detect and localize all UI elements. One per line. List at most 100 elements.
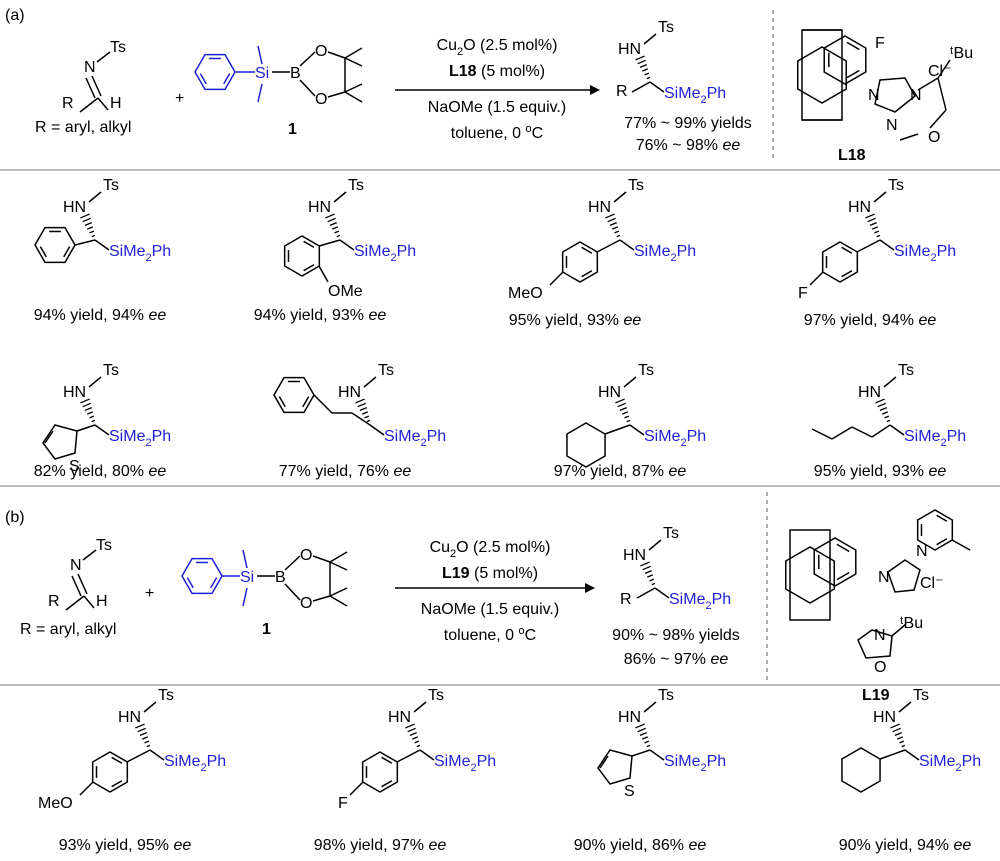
n-label: N	[84, 59, 96, 76]
section-label: (a)	[5, 7, 25, 24]
hn-label: HN	[623, 547, 646, 564]
r-label: R	[620, 591, 632, 608]
hn-label: HN	[598, 384, 621, 401]
yield-label: 90% yield, 86% ee	[574, 837, 707, 854]
r-label: R	[616, 83, 628, 100]
n-label: N	[874, 627, 886, 644]
hn-label: HN	[618, 41, 641, 58]
silyl-label: SiMe2​Ph	[109, 428, 171, 449]
ts-label: Ts	[658, 19, 674, 36]
silyl-label: SiMe2​Ph	[919, 753, 981, 774]
ts-label: Ts	[103, 177, 119, 194]
counterion: Cl⁻	[928, 63, 952, 80]
separators	[0, 169, 1000, 686]
r-label: R	[62, 95, 74, 112]
f-label: F	[338, 795, 348, 812]
plus-sign: +	[145, 585, 154, 602]
ligand-label: L19	[862, 687, 890, 704]
n-label: N	[878, 569, 890, 586]
ts-label: Ts	[628, 177, 644, 194]
yield-label: 77% yield, 76% ee	[279, 463, 412, 480]
n-label: N	[910, 87, 922, 104]
tbu-label: ᵗBu	[900, 615, 923, 632]
hn-label: HN	[308, 199, 331, 216]
yield-label: 90% yield, 94% ee	[839, 837, 972, 854]
si-label: Si	[240, 569, 254, 586]
o-label: O	[315, 91, 327, 108]
ts-label: Ts	[348, 177, 364, 194]
n-label: N	[916, 543, 928, 560]
silyl-label: SiMe2​Ph	[664, 753, 726, 774]
fluoro-label: F	[875, 35, 885, 52]
ee-range: 86% ~ 97% ee	[624, 651, 729, 668]
hn-label: HN	[618, 709, 641, 726]
ome-label: OMe	[328, 283, 363, 300]
silyl-label: SiMe2​Ph	[904, 428, 966, 449]
ts-label: Ts	[913, 687, 929, 704]
hn-label: HN	[63, 199, 86, 216]
ts-label: Ts	[428, 687, 444, 704]
plus-sign: +	[175, 90, 184, 107]
ts-label: Ts	[658, 687, 674, 704]
yield-label: 97% yield, 94% ee	[804, 312, 937, 329]
silyl-label: SiMe2​Ph	[109, 243, 171, 264]
h-label: H	[110, 95, 122, 112]
n-label: N	[868, 87, 880, 104]
o-label: O	[928, 129, 940, 146]
ligand-label: L18	[838, 147, 866, 164]
hn-label: HN	[63, 384, 86, 401]
n-label: N	[70, 557, 82, 574]
ts-label: Ts	[663, 525, 679, 542]
ts-label: Ts	[110, 39, 126, 56]
s-label: S	[69, 458, 80, 475]
silyl-label: SiMe2​Ph	[354, 243, 416, 264]
ts-label: Ts	[158, 687, 174, 704]
meo-label: MeO	[38, 795, 73, 812]
h-label: H	[96, 593, 108, 610]
hn-label: HN	[848, 199, 871, 216]
f-label: F	[798, 285, 808, 302]
reagent-number: 1	[262, 621, 271, 638]
yield-label: 98% yield, 97% ee	[314, 837, 447, 854]
hn-label: HN	[858, 384, 881, 401]
reagent-number: 1	[288, 121, 297, 138]
condition: L19 (5 mol%)	[442, 565, 538, 582]
condition: L18 (5 mol%)	[449, 63, 545, 80]
condition: toluene, 0 oC	[451, 123, 543, 142]
b-label: B	[290, 65, 301, 82]
o-label: O	[300, 547, 312, 564]
silyl-label: SiMe2​Ph	[669, 591, 731, 612]
silyl-label: SiMe2​Ph	[644, 428, 706, 449]
condition: Cu2O (2.5 mol%)	[437, 37, 558, 58]
yield-label: 97% yield, 87% ee	[554, 463, 687, 480]
yield-label: 94% yield, 94% ee	[34, 307, 167, 324]
silyl-label: SiMe2​Ph	[664, 85, 726, 106]
silyl-label: SiMe2​Ph	[634, 243, 696, 264]
condition: toluene, 0 oC	[444, 625, 536, 644]
silyl-label: SiMe2​Ph	[894, 243, 956, 264]
hn-label: HN	[388, 709, 411, 726]
hn-label: HN	[338, 384, 361, 401]
section-label: (b)	[5, 509, 25, 526]
substituent-label: R = aryl, alkyl	[35, 119, 131, 136]
condition: NaOMe (1.5 equiv.)	[421, 601, 559, 618]
n-label: N	[886, 117, 898, 134]
yield-label: 95% yield, 93% ee	[509, 312, 642, 329]
yield-label: 93% yield, 95% ee	[59, 837, 192, 854]
silyl-label: SiMe2​Ph	[384, 428, 446, 449]
yield-label: 82% yield, 80% ee	[34, 463, 167, 480]
ts-label: Ts	[103, 362, 119, 379]
